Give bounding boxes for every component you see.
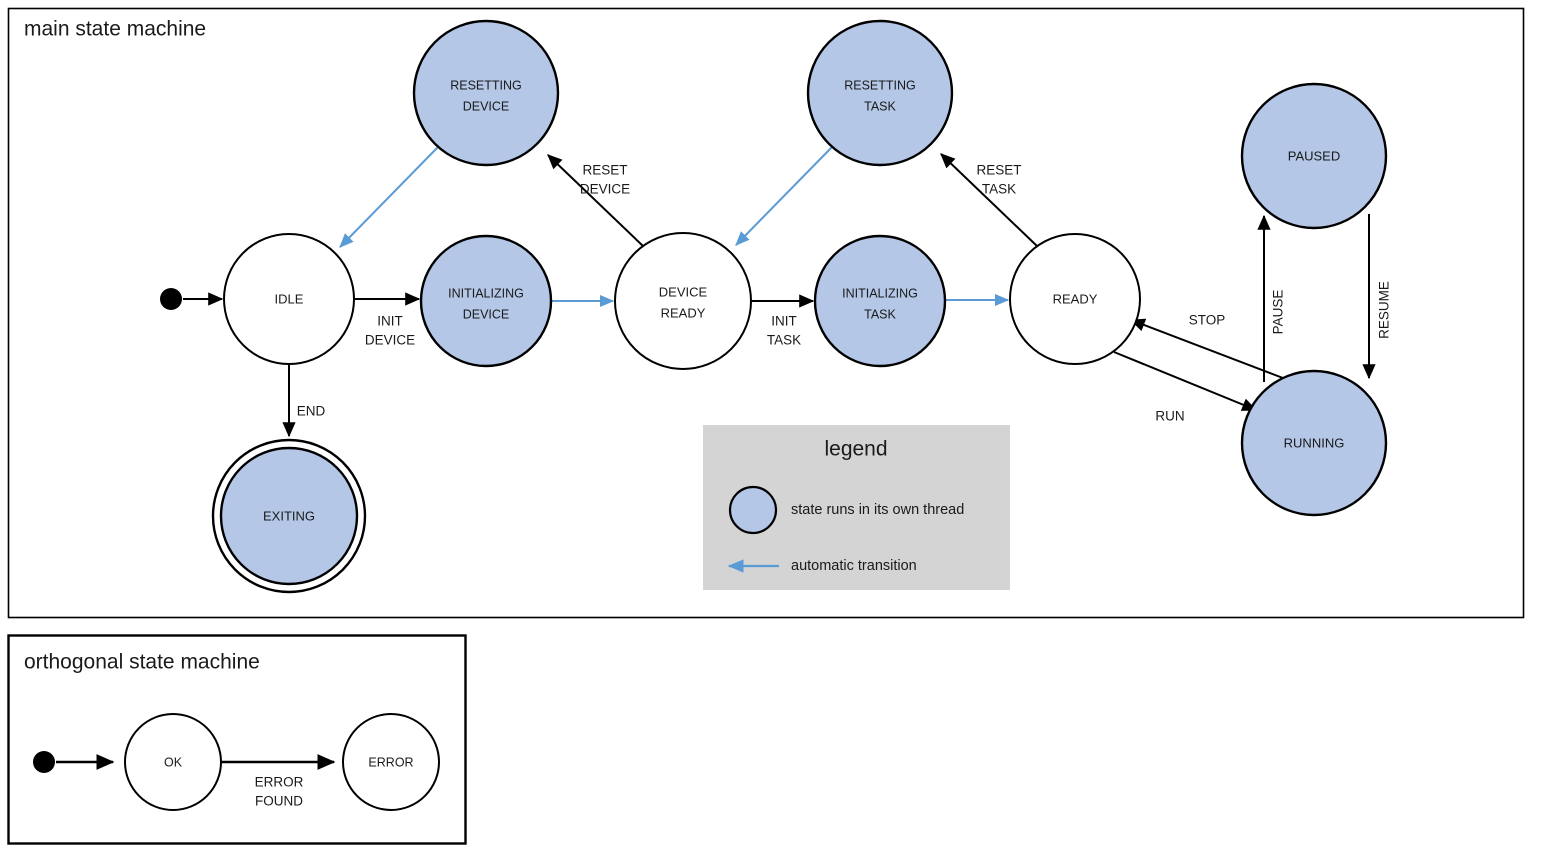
state-label-ok: OK bbox=[164, 755, 183, 769]
transition-ok-to-error: ERROR FOUND bbox=[222, 754, 336, 809]
transition-resetting-device-to-idle bbox=[339, 146, 439, 248]
state-label-initializing-task-line1: INITIALIZING bbox=[842, 286, 918, 300]
state-label-ready: READY bbox=[1053, 291, 1098, 306]
legend-item-thread-state: state runs in its own thread bbox=[728, 485, 964, 535]
edge-label-init-task-line2: TASK bbox=[767, 333, 801, 348]
edge-label-error-found-line1: ERROR bbox=[255, 775, 304, 790]
legend-label-automatic-transition: automatic transition bbox=[791, 558, 917, 574]
edge-label-end: END bbox=[297, 404, 326, 419]
state-node-error[interactable]: ERROR bbox=[342, 713, 440, 811]
edge-label-reset-device-line1: RESET bbox=[582, 163, 627, 178]
state-label-exiting: EXITING bbox=[263, 508, 315, 523]
edge-label-stop: STOP bbox=[1189, 313, 1226, 328]
state-label-error: ERROR bbox=[368, 755, 413, 769]
state-label-running: RUNNING bbox=[1284, 435, 1345, 450]
edge-label-init-device-line1: INIT bbox=[377, 314, 403, 329]
legend-label-thread-state: state runs in its own thread bbox=[791, 502, 964, 518]
transition-running-to-ready: STOP bbox=[1129, 313, 1284, 379]
edge-label-resume: RESUME bbox=[1377, 281, 1392, 339]
state-node-ok[interactable]: OK bbox=[124, 713, 222, 811]
state-label-paused: PAUSED bbox=[1288, 148, 1341, 163]
state-node-device-ready[interactable]: DEVICE READY bbox=[614, 232, 752, 370]
edge-label-reset-task-line1: RESET bbox=[976, 163, 1021, 178]
state-node-initial[interactable] bbox=[160, 288, 182, 310]
edge-label-reset-device-line2: DEVICE bbox=[580, 182, 630, 197]
state-node-initializing-device[interactable]: INITIALIZING DEVICE bbox=[419, 234, 553, 368]
state-label-resetting-device-line1: RESETTING bbox=[450, 78, 522, 92]
state-node-paused[interactable]: PAUSED bbox=[1240, 82, 1388, 230]
transition-running-to-paused: PAUSE bbox=[1257, 214, 1286, 382]
state-label-resetting-device-line2: DEVICE bbox=[463, 99, 510, 113]
state-label-device-ready-line1: DEVICE bbox=[659, 284, 708, 299]
orthogonal-frame-title: orthogonal state machine bbox=[24, 651, 260, 674]
edge-label-pause: PAUSE bbox=[1271, 290, 1286, 335]
edge-label-reset-task-line2: TASK bbox=[982, 182, 1016, 197]
legend-title: legend bbox=[824, 438, 887, 461]
transition-resetting-task-to-device-ready bbox=[735, 146, 833, 246]
state-label-idle: IDLE bbox=[275, 291, 304, 306]
state-node-running[interactable]: RUNNING bbox=[1240, 369, 1388, 517]
transition-device-ready-to-initializing-task: INIT TASK bbox=[752, 294, 815, 348]
state-node-exiting[interactable]: EXITING bbox=[211, 438, 367, 594]
edge-label-init-device-line2: DEVICE bbox=[365, 333, 415, 348]
edge-label-error-found-line2: FOUND bbox=[255, 794, 303, 809]
state-node-resetting-task[interactable]: RESETTING TASK bbox=[806, 19, 954, 167]
state-label-initializing-device-line2: DEVICE bbox=[463, 307, 510, 321]
state-node-resetting-device[interactable]: RESETTING DEVICE bbox=[412, 19, 560, 167]
edge-label-run: RUN bbox=[1155, 409, 1184, 424]
transition-device-ready-to-resetting-device: RESET DEVICE bbox=[547, 154, 644, 247]
main-frame-title: main state machine bbox=[24, 18, 206, 41]
state-label-resetting-task-line2: TASK bbox=[864, 99, 896, 113]
state-label-resetting-task-line1: RESETTING bbox=[844, 78, 916, 92]
transition-idle-to-initializing-device: INIT DEVICE bbox=[354, 292, 421, 348]
legend-filled-circle-icon bbox=[728, 485, 778, 535]
state-node-idle[interactable]: IDLE bbox=[223, 233, 355, 365]
state-node-initializing-task[interactable]: INITIALIZING TASK bbox=[813, 234, 947, 368]
state-node-orthogonal-initial[interactable] bbox=[33, 751, 55, 773]
edge-label-init-task-line1: INIT bbox=[771, 314, 797, 329]
transition-idle-to-exiting: END bbox=[282, 364, 326, 438]
legend-item-automatic-transition: automatic transition bbox=[727, 558, 917, 574]
legend-panel: legend state runs in its own thread auto… bbox=[703, 425, 1010, 590]
state-label-initializing-device-line1: INITIALIZING bbox=[448, 286, 524, 300]
state-node-ready[interactable]: READY bbox=[1009, 233, 1141, 365]
state-label-initializing-task-line2: TASK bbox=[864, 307, 896, 321]
transition-paused-to-running: RESUME bbox=[1362, 214, 1392, 380]
state-label-device-ready-line2: READY bbox=[661, 305, 706, 320]
transition-ready-to-running: RUN bbox=[1113, 351, 1258, 424]
transition-ready-to-resetting-task: RESET TASK bbox=[940, 153, 1038, 247]
